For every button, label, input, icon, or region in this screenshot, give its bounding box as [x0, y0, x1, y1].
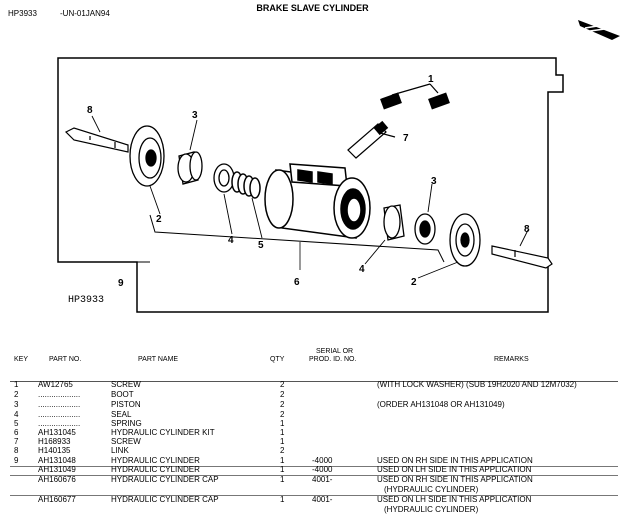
callout-3-right: 3: [431, 176, 437, 187]
col-qty: QTY: [270, 356, 285, 363]
callout-7: 7: [403, 133, 409, 144]
screws: [380, 83, 450, 110]
table-row-continuation: (HYDRAULIC CYLINDER): [384, 505, 479, 514]
row-separator: [10, 495, 618, 496]
callout-5: 5: [258, 240, 264, 251]
col-part-name: PART NAME: [138, 356, 179, 363]
link-left: [64, 127, 129, 153]
callout-3-left: 3: [192, 110, 198, 121]
row-separator: [10, 466, 618, 467]
bleeder-screw: [347, 120, 396, 159]
spring: [231, 171, 261, 199]
page-title: BRAKE SLAVE CYLINDER: [256, 3, 369, 13]
callout-1: 1: [428, 74, 434, 85]
diagram-label: HP3933: [68, 295, 104, 306]
table-row-continuation: (HYDRAULIC CYLINDER): [384, 485, 479, 494]
page-ref: HP3933: [8, 9, 37, 18]
callout-4-right: 4: [359, 264, 365, 275]
col-part-no: PART NO.: [49, 356, 82, 363]
boot-right: [449, 213, 481, 267]
callout-9: 9: [118, 278, 124, 289]
corner-arrow-icon: [578, 20, 620, 40]
callout-2-right: 2: [411, 277, 417, 288]
piston-left: [177, 151, 203, 185]
seal-right: [414, 213, 436, 245]
piston-right: [383, 204, 405, 241]
header-rule: [10, 381, 618, 382]
exploded-diagram: 1 8 3 7 2 4 5 3 4 8 2 6 9 HP3933: [57, 20, 620, 313]
callout-4-left: 4: [228, 235, 234, 246]
link-right: [491, 245, 553, 269]
callout-8-right: 8: [524, 224, 530, 235]
callout-2-left: 2: [156, 214, 162, 225]
page-date: -UN-01JAN94: [60, 9, 110, 18]
cylinder-body: [264, 163, 371, 239]
callout-8-left: 8: [87, 105, 93, 116]
row-separator: [10, 475, 618, 476]
col-remarks: REMARKS: [494, 356, 529, 363]
col-key: KEY: [14, 356, 29, 363]
seal: [213, 163, 235, 193]
col-serial-2: PROD. ID. NO.: [309, 356, 357, 363]
callout-6: 6: [294, 277, 300, 288]
diagram-frame: [57, 57, 564, 313]
col-serial-1: SERIAL OR: [316, 348, 354, 355]
boot-left: [129, 125, 165, 187]
